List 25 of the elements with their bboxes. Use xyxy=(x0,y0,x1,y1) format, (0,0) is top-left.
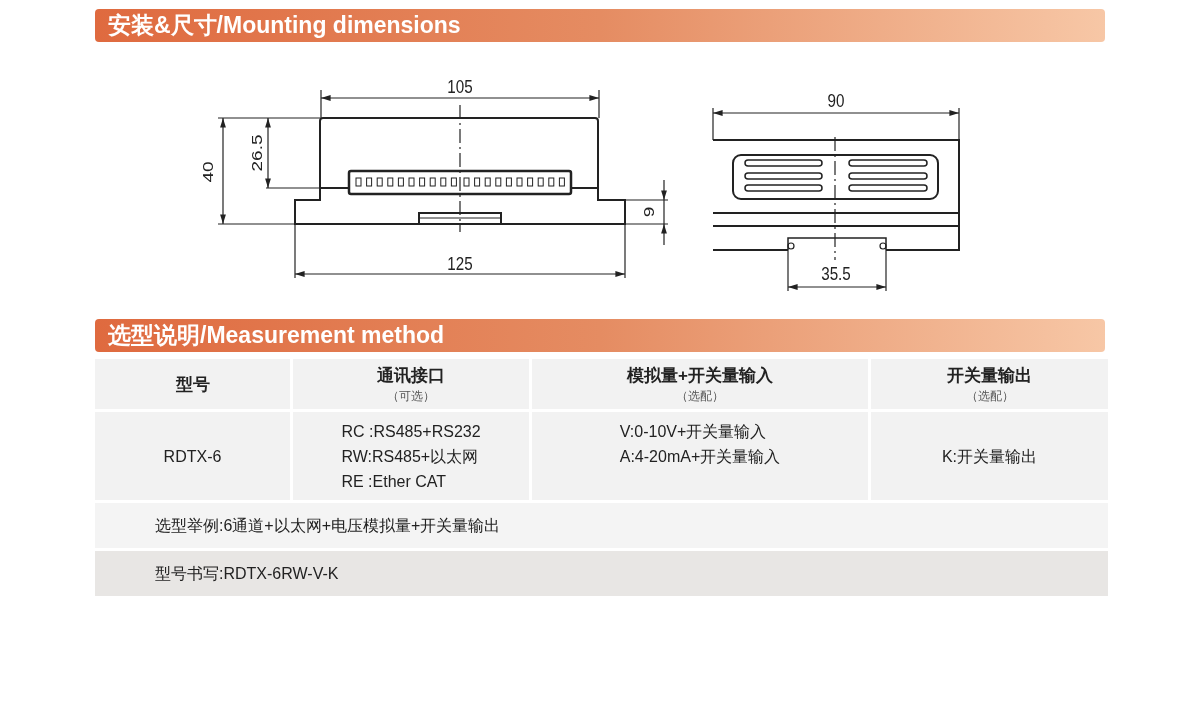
column-note: （可选） xyxy=(387,387,435,405)
dimension-text: 40 xyxy=(200,161,216,183)
section-header: 安装&尺寸/Mounting dimensions xyxy=(95,9,1105,42)
table-text: RDTX-6 xyxy=(163,446,222,467)
column-heading: 开关量输出 xyxy=(947,364,1032,387)
column-heading: 型号 xyxy=(175,373,210,396)
dimension-text: 35.5 xyxy=(821,263,851,283)
column-heading: 模拟量+开关量输入 xyxy=(627,364,773,387)
table-text: RC :RS485+RS232 xyxy=(341,421,481,442)
column-note: （选配） xyxy=(676,387,724,405)
example-text: 选型举例:6通道+以太网+电压模拟量+开关量输出 xyxy=(155,516,501,536)
table-text: A:4-20mA+开关量输入 xyxy=(619,447,781,467)
dimension-text: 90 xyxy=(827,90,845,110)
dimension-text: 105 xyxy=(447,76,473,96)
column-note: （选配） xyxy=(965,387,1014,405)
dimension-text: 9 xyxy=(641,206,657,218)
table-text: K:开关量输出 xyxy=(941,446,1038,467)
table-text: RE :Ether CAT xyxy=(341,471,447,492)
model-code-text: 型号书写:RDTX-6RW-V-K xyxy=(155,564,339,584)
table-text: RW:RS485+以太网 xyxy=(341,446,479,467)
table-text: V:0-10V+开关量输入 xyxy=(619,422,767,442)
dimension-text: 26.5 xyxy=(249,134,265,172)
dimension-text: 125 xyxy=(447,253,473,273)
column-heading: 通讯接口 xyxy=(377,364,445,387)
section-header: 选型说明/Measurement method xyxy=(95,319,1105,352)
